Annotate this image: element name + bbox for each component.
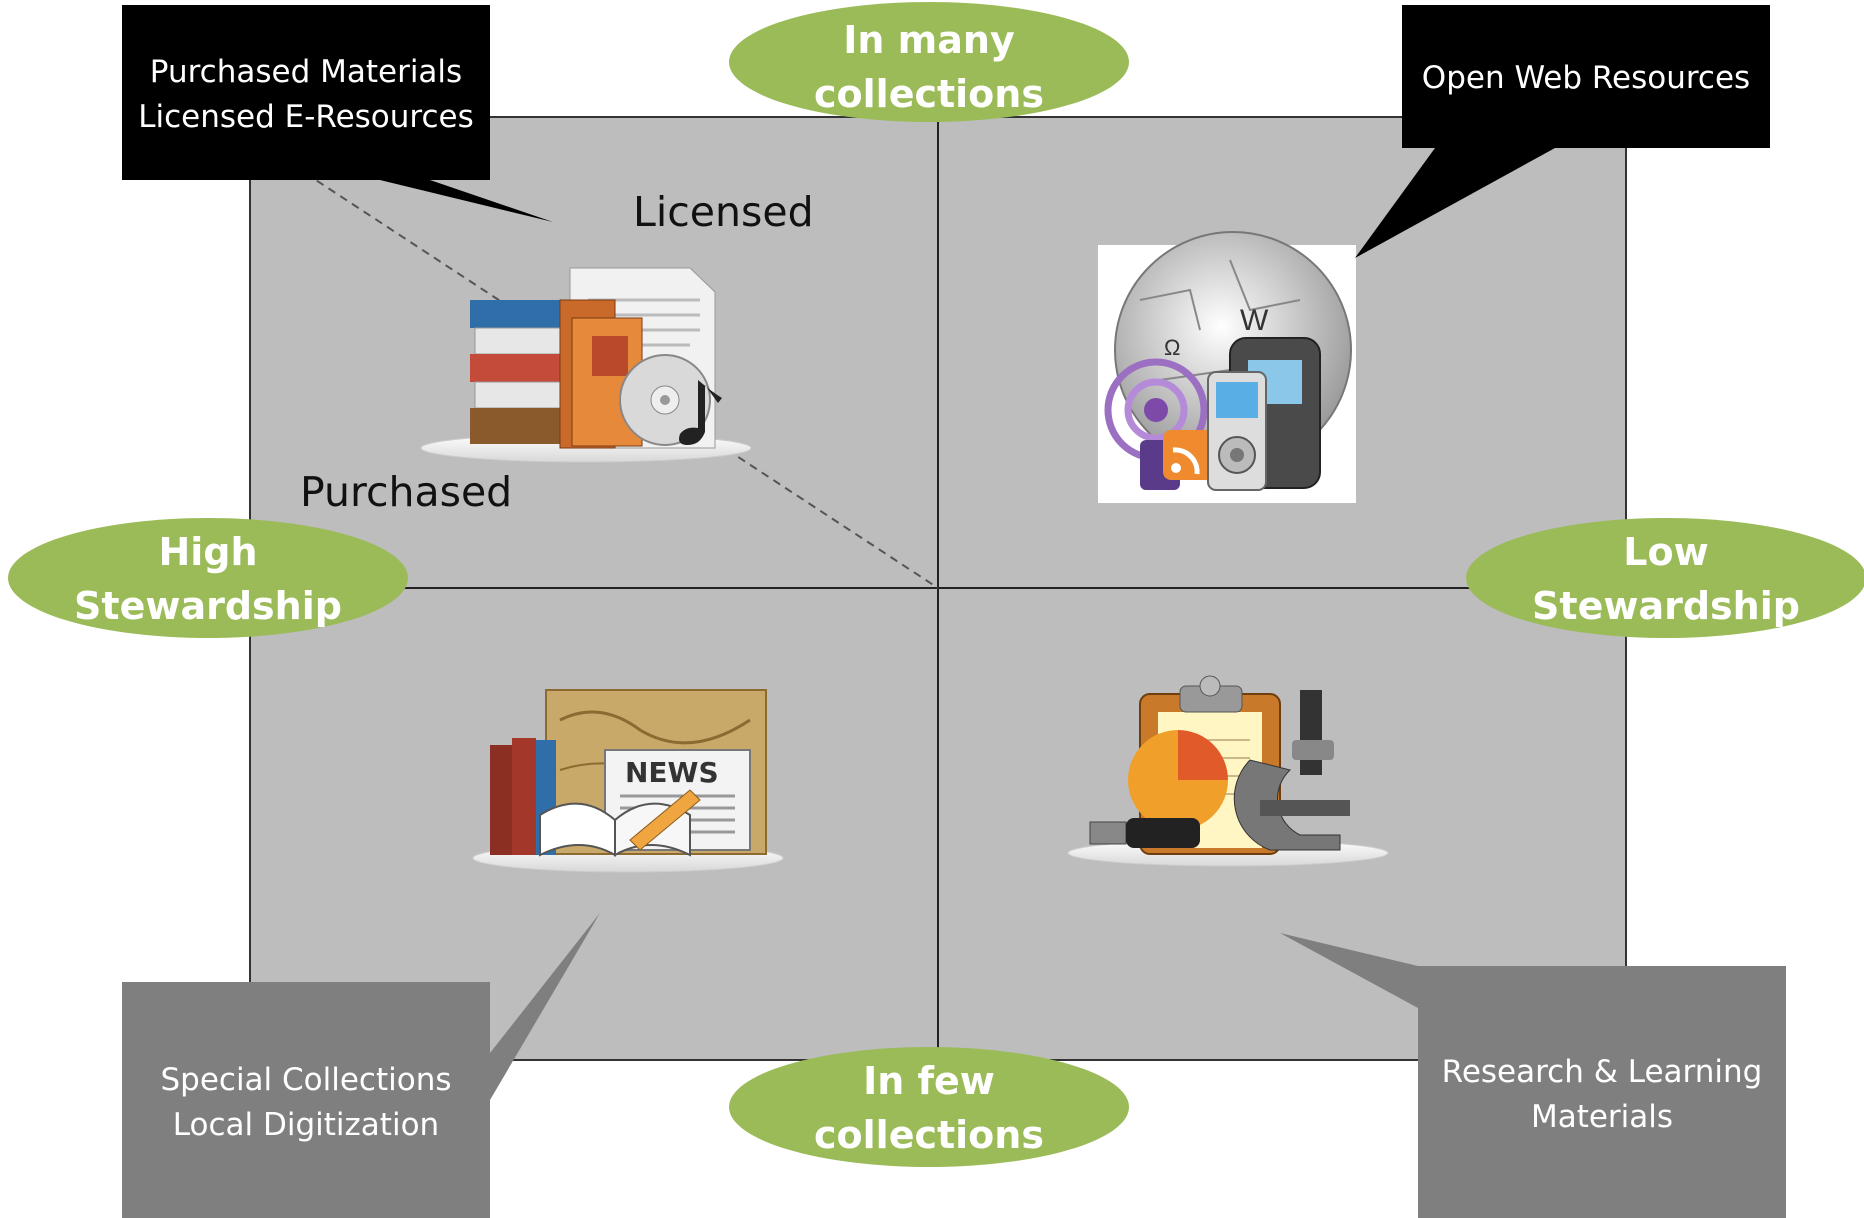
research-data-microscope-icon <box>1067 675 1389 867</box>
oval-right-line1: Low <box>1623 530 1708 574</box>
oval-bottom-line2: collections <box>814 1113 1044 1157</box>
oval-bottom: In few collections <box>729 1047 1129 1167</box>
oval-top-line1: In many <box>843 18 1015 62</box>
wiki-letter-w: W <box>1240 304 1269 337</box>
oval-right: Low Stewardship <box>1466 518 1864 638</box>
wikipedia-rss-podcast-media-icon: W Ω <box>1098 231 1356 503</box>
callout-bottom-right: Research & Learning Materials <box>1280 933 1786 1218</box>
oval-bottom-line1: In few <box>863 1059 995 1103</box>
books-ebook-cd-icon <box>420 267 752 463</box>
newspaper-map-books-icon: NEWS <box>472 689 784 873</box>
callout-top-right-line1: Open Web Resources <box>1422 60 1750 96</box>
callout-top-left-line2: Licensed E-Resources <box>138 99 474 135</box>
wiki-letter-omega: Ω <box>1164 335 1180 360</box>
oval-left-line2: Stewardship <box>74 584 342 628</box>
callout-bottom-left-line2: Local Digitization <box>173 1107 439 1143</box>
callout-top-left-line1: Purchased Materials <box>150 54 462 90</box>
licensed-label: Licensed <box>633 188 814 236</box>
oval-right-line2: Stewardship <box>1532 584 1800 628</box>
news-text: NEWS <box>625 756 719 789</box>
oval-left-line1: High <box>158 530 257 574</box>
purchased-label: Purchased <box>300 468 512 516</box>
callout-bottom-right-line2: Materials <box>1531 1099 1673 1135</box>
oval-top: In many collections <box>729 2 1129 122</box>
callout-bottom-left: Special Collections Local Digitization <box>122 913 600 1218</box>
callout-top-right: Open Web Resources <box>1355 5 1770 258</box>
oval-top-line2: collections <box>814 72 1044 116</box>
oval-left: High Stewardship <box>8 518 408 638</box>
callout-bottom-left-line1: Special Collections <box>160 1062 451 1098</box>
callout-bottom-right-line1: Research & Learning <box>1442 1054 1763 1090</box>
callout-top-left: Purchased Materials Licensed E-Resources <box>122 5 553 222</box>
